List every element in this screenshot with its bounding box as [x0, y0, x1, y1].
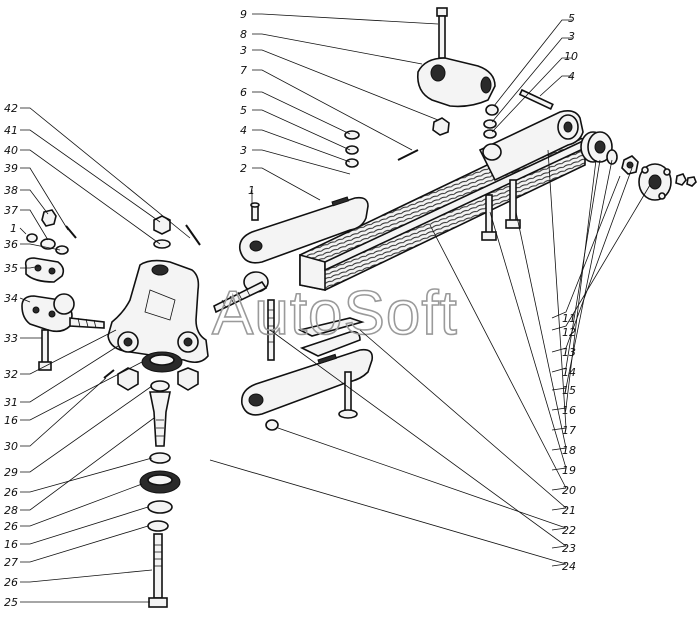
callout-35: 35 — [4, 262, 18, 275]
callout-16-left-b: 16 — [4, 538, 18, 551]
callout-3-top-right: 3 — [568, 30, 575, 43]
callout-10: 10 — [564, 50, 578, 63]
callouts-top-right: 5 3 10 4 — [564, 12, 578, 83]
callout-41: 41 — [4, 124, 18, 137]
callout-22: 22 — [562, 524, 576, 537]
callout-19: 19 — [562, 464, 576, 477]
callout-3: 3 — [240, 144, 247, 157]
callout-38: 38 — [4, 184, 18, 197]
callout-1-left: 1 — [10, 222, 17, 235]
flange-12 — [638, 163, 672, 201]
callout-15: 15 — [562, 384, 576, 397]
nut-30 — [117, 367, 199, 391]
callout-5: 5 — [240, 104, 247, 117]
leader-lines — [19, 13, 651, 603]
plate-21 — [297, 317, 365, 337]
bolt-25 — [148, 533, 168, 608]
callout-20: 20 — [562, 484, 576, 497]
callout-21: 21 — [562, 504, 576, 517]
cotter-pin-7 — [397, 149, 419, 161]
nuts-36-37-38 — [26, 209, 69, 255]
nut-23 — [265, 419, 279, 431]
callout-12: 12 — [562, 326, 576, 339]
lower-strap-24 — [240, 348, 374, 416]
callout-13: 13 — [562, 346, 576, 359]
callout-6: 6 — [240, 86, 247, 99]
callouts-center: 9 8 3 7 6 5 4 3 2 1 — [240, 8, 255, 197]
washers-26 — [139, 452, 181, 532]
callout-28: 28 — [4, 504, 18, 517]
rod-end-fork — [478, 110, 584, 182]
callout-2: 2 — [240, 162, 247, 175]
bolt-20 — [338, 371, 358, 419]
nut-41-washer-40 — [153, 215, 171, 249]
callout-42: 42 — [4, 102, 18, 115]
washers-center — [344, 130, 360, 168]
callout-16-left-a: 16 — [4, 414, 18, 427]
callout-18: 18 — [562, 444, 576, 457]
callout-4: 4 — [240, 124, 247, 137]
plate-35 — [24, 257, 65, 283]
callout-26-b: 26 — [4, 520, 18, 533]
callout-37: 37 — [4, 204, 18, 217]
callout-3-top: 3 — [240, 44, 247, 57]
bearing-16-top — [141, 351, 183, 373]
washer-15 — [606, 149, 618, 165]
callout-7: 7 — [240, 64, 247, 77]
callout-32: 32 — [4, 368, 18, 381]
cotter-pin-30b — [103, 369, 115, 379]
callout-40: 40 — [4, 144, 18, 157]
bracket-22 — [299, 330, 361, 357]
bolt-19 — [505, 179, 521, 229]
callout-24: 24 — [562, 560, 576, 573]
callout-9: 9 — [240, 8, 247, 21]
small-hardware-top — [432, 88, 554, 139]
top-housing-8 — [416, 57, 496, 108]
callout-23: 23 — [562, 542, 576, 555]
callout-26-c: 26 — [4, 576, 18, 589]
callout-33: 33 — [4, 332, 18, 345]
callout-14: 14 — [562, 366, 576, 379]
ball-joint-arm-34 — [21, 293, 105, 333]
callout-36: 36 — [4, 238, 18, 251]
callouts-right: 11 12 13 14 15 16 17 18 19 20 21 22 23 2… — [562, 312, 576, 573]
callout-26-a: 26 — [4, 486, 18, 499]
spindle-28 — [149, 391, 171, 447]
callout-39: 39 — [4, 162, 18, 175]
callout-17: 17 — [562, 424, 576, 437]
callout-29: 29 — [4, 466, 18, 479]
callout-27: 27 — [4, 556, 18, 569]
main-bracket-31 — [107, 259, 209, 364]
callout-8: 8 — [240, 28, 247, 41]
callout-16: 16 — [562, 404, 576, 417]
cotter-pin-39 — [65, 225, 77, 239]
callout-5-top-right: 5 — [568, 12, 575, 25]
threaded-stud — [213, 271, 275, 361]
grease-fitting-1 — [250, 202, 260, 221]
callouts-left: 42 41 40 39 38 37 1 36 35 34 33 32 31 16… — [4, 102, 18, 609]
callout-11: 11 — [562, 312, 576, 325]
strap-2 — [238, 196, 369, 264]
bolt-18 — [481, 194, 497, 241]
callout-31: 31 — [4, 396, 18, 409]
callout-30: 30 — [4, 440, 18, 453]
top-bolt-9 — [436, 7, 448, 59]
pin-42 — [185, 224, 201, 246]
nut-13 — [621, 155, 639, 175]
watermark: AutoSoft — [212, 279, 458, 348]
callout-34: 34 — [4, 292, 18, 305]
small-nuts — [675, 173, 697, 187]
callout-1: 1 — [248, 184, 255, 197]
callout-4-top-right: 4 — [568, 70, 575, 83]
washer-29 — [150, 380, 170, 392]
callout-25: 25 — [4, 596, 18, 609]
